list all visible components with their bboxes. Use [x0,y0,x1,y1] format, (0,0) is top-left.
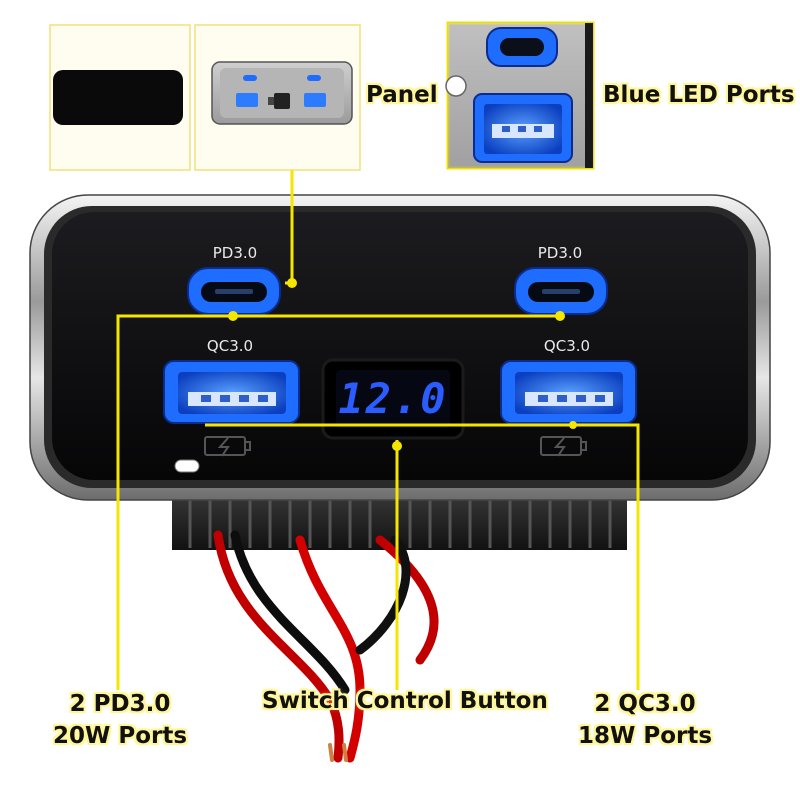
power-wires [213,530,439,763]
fast-charge-icon-left [204,436,251,457]
fast-charge-icon-right [540,436,587,457]
panel-label: Panel [366,82,438,108]
port-label-pd-left: PD3.0 [212,244,258,262]
switch-callout: Switch Control Button [262,688,548,714]
qc-callout: 2 QC3.0 18W Ports [565,688,725,752]
port-label-pd-right: PD3.0 [537,244,583,262]
qc-callout-line1: 2 QC3.0 [594,691,696,717]
voltmeter-reading: 12.0 [338,374,448,423]
callout-lines [116,170,640,690]
qc-callout-line2: 18W Ports [577,723,713,749]
usb-a-port-left[interactable] [163,360,300,424]
main-panel [29,194,771,501]
pd-callout-line1: 2 PD3.0 [69,691,171,717]
panel-bezel-thumbnail [211,61,353,125]
port-label-qc-right: QC3.0 [543,337,591,355]
led-inset [445,21,595,170]
usb-c-port-left[interactable] [187,267,281,315]
panel-cover [53,70,183,125]
usb-a-port-right[interactable] [500,360,637,424]
usb-c-port-right[interactable] [514,267,608,315]
pd-callout-line2: 20W Ports [52,723,188,749]
pd-callout: 2 PD3.0 20W Ports [30,688,210,752]
panel-inset [49,24,361,171]
port-label-qc-left: QC3.0 [206,337,254,355]
voltmeter[interactable] [321,358,465,440]
callout-dots [228,278,577,451]
led-label: Blue LED Ports [603,82,795,108]
